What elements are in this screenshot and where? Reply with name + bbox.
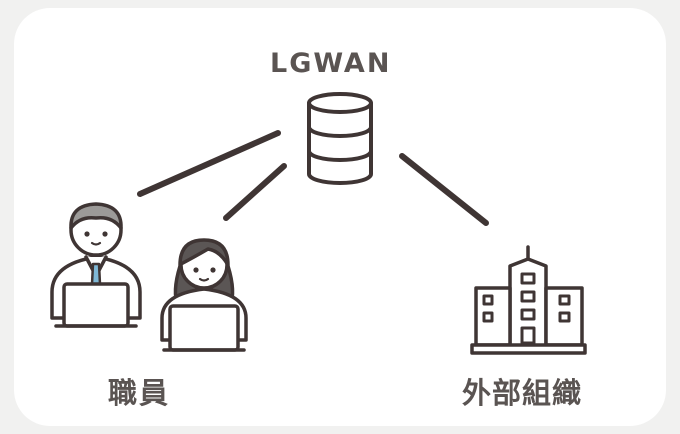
male-worker-laptop-icon — [50, 202, 142, 328]
connector-line-building — [399, 153, 489, 226]
female-worker-laptop-icon — [160, 238, 248, 352]
database-icon — [307, 92, 373, 185]
office-building-icon — [470, 245, 587, 355]
staff-label: 職員 — [108, 376, 171, 410]
connector-line-female — [223, 163, 287, 221]
diagram-panel — [14, 8, 666, 426]
network-label: LGWAN — [270, 48, 392, 79]
connector-line-male — [137, 130, 281, 197]
connection-lines — [137, 130, 489, 226]
external-organization-label: 外部組織 — [462, 376, 583, 410]
